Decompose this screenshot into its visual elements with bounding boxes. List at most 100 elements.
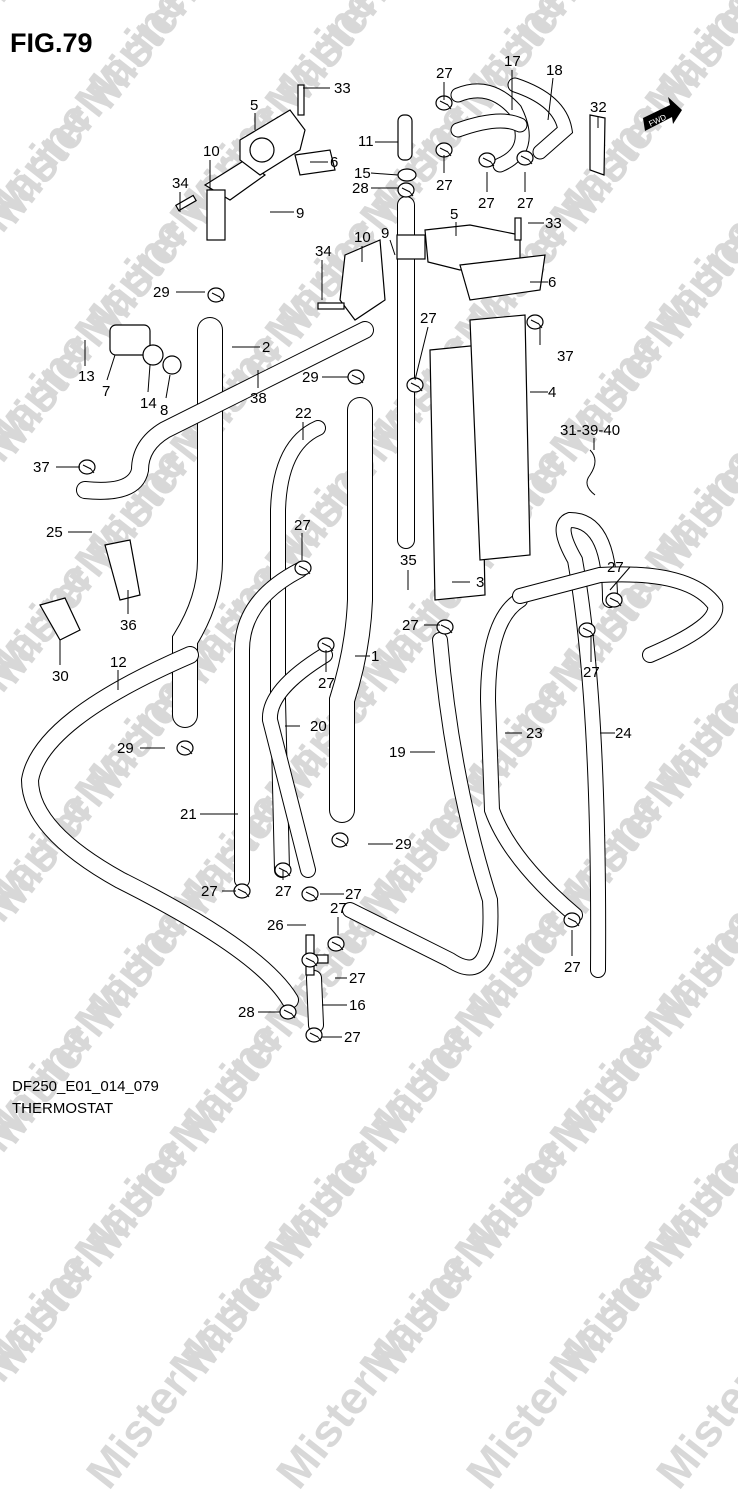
hose-clamp xyxy=(436,619,454,635)
callout-27[interactable]: 27 xyxy=(436,177,453,194)
callout-11[interactable]: 11 xyxy=(358,133,374,150)
callout-38[interactable]: 38 xyxy=(250,390,267,407)
callout-26[interactable]: 26 xyxy=(267,917,284,934)
hose-17b xyxy=(450,113,528,138)
callout-4[interactable]: 4 xyxy=(548,384,556,401)
valve-7 xyxy=(109,324,151,356)
hose-clamp xyxy=(294,560,312,576)
hose-2-body xyxy=(173,318,222,727)
hose-23-body xyxy=(480,593,582,922)
hose-clamp xyxy=(435,142,453,158)
callout-15[interactable]: 15 xyxy=(354,165,371,182)
leader-line xyxy=(609,566,631,591)
hose-clamp xyxy=(526,314,544,330)
hose-17-body xyxy=(451,84,529,172)
callout-9[interactable]: 9 xyxy=(381,225,389,242)
wire-clip-31 xyxy=(586,449,596,496)
callout-16[interactable]: 16 xyxy=(349,997,366,1014)
clamp-tab xyxy=(82,464,95,474)
callout-21[interactable]: 21 xyxy=(180,806,197,823)
callout-1[interactable]: 1 xyxy=(371,648,379,665)
callout-27[interactable]: 27 xyxy=(564,959,581,976)
callout-31-39-40[interactable]: 31-39-40 xyxy=(560,422,620,439)
callout-6[interactable]: 6 xyxy=(330,154,338,171)
callout-20[interactable]: 20 xyxy=(310,718,327,735)
callout-37[interactable]: 37 xyxy=(557,348,574,365)
figure-title: FIG.79 xyxy=(10,28,93,58)
watermark-text: MisterMarine xyxy=(75,1242,292,1498)
callout-37[interactable]: 37 xyxy=(33,459,50,476)
callout-34[interactable]: 34 xyxy=(315,243,332,260)
clip-32 xyxy=(589,114,606,176)
fwd-arrow-icon: FWD xyxy=(643,97,682,131)
seal-15 xyxy=(397,168,417,182)
callout-18[interactable]: 18 xyxy=(546,62,563,79)
clamp-tab xyxy=(482,157,495,167)
callout-5[interactable]: 5 xyxy=(250,97,258,114)
hose-clamp xyxy=(301,886,319,902)
callout-8[interactable]: 8 xyxy=(160,402,168,419)
callout-6[interactable]: 6 xyxy=(548,274,556,291)
callout-27[interactable]: 27 xyxy=(517,195,534,212)
callout-22[interactable]: 22 xyxy=(295,405,312,422)
callout-10[interactable]: 10 xyxy=(354,229,371,246)
clamp-tab xyxy=(567,917,580,927)
callout-27[interactable]: 27 xyxy=(402,617,419,634)
callout-27[interactable]: 27 xyxy=(345,886,362,903)
callout-36[interactable]: 36 xyxy=(120,617,137,634)
leader-lines xyxy=(56,70,631,1038)
callout-30[interactable]: 30 xyxy=(52,668,69,685)
callout-33[interactable]: 33 xyxy=(545,215,562,232)
callout-29[interactable]: 29 xyxy=(302,369,319,386)
callout-27[interactable]: 27 xyxy=(330,900,347,917)
callout-9[interactable]: 9 xyxy=(296,205,304,222)
clamp-tab xyxy=(180,745,193,755)
hose-17b-body xyxy=(451,114,527,137)
callout-27[interactable]: 27 xyxy=(201,883,218,900)
callout-14[interactable]: 14 xyxy=(140,395,157,412)
callout-28[interactable]: 28 xyxy=(352,180,369,197)
callout-17[interactable]: 17 xyxy=(504,53,521,70)
hose-18-body xyxy=(508,78,573,159)
hose-clamp xyxy=(317,637,335,653)
callout-27[interactable]: 27 xyxy=(349,970,366,987)
clamp-tab xyxy=(520,155,533,165)
callout-27[interactable]: 27 xyxy=(344,1029,361,1046)
callout-13[interactable]: 13 xyxy=(78,368,95,385)
callout-2[interactable]: 2 xyxy=(262,339,270,356)
callout-28[interactable]: 28 xyxy=(238,1004,255,1021)
hose-clamp xyxy=(605,592,623,608)
clamp-tab xyxy=(410,382,423,392)
callout-32[interactable]: 32 xyxy=(590,99,607,116)
callout-27[interactable]: 27 xyxy=(294,517,311,534)
callout-10[interactable]: 10 xyxy=(203,143,220,160)
callout-27[interactable]: 27 xyxy=(478,195,495,212)
callout-3[interactable]: 3 xyxy=(476,574,484,591)
callout-12[interactable]: 12 xyxy=(110,654,127,671)
hose-clamp xyxy=(279,1004,297,1020)
callout-5[interactable]: 5 xyxy=(450,206,458,223)
callout-27[interactable]: 27 xyxy=(583,664,600,681)
callout-29[interactable]: 29 xyxy=(117,740,134,757)
callout-27[interactable]: 27 xyxy=(275,883,292,900)
hose-20 xyxy=(262,647,333,878)
callout-25[interactable]: 25 xyxy=(46,524,63,541)
hose-clamp xyxy=(406,377,424,393)
callout-33[interactable]: 33 xyxy=(334,80,351,97)
callout-27[interactable]: 27 xyxy=(420,310,437,327)
callout-7[interactable]: 7 xyxy=(102,383,110,400)
hose-24 xyxy=(555,511,618,978)
callout-23[interactable]: 23 xyxy=(526,725,543,742)
callout-34[interactable]: 34 xyxy=(172,175,189,192)
callout-29[interactable]: 29 xyxy=(395,836,412,853)
clamp-tab xyxy=(309,1032,322,1042)
callout-19[interactable]: 19 xyxy=(389,744,406,761)
callout-27[interactable]: 27 xyxy=(607,559,624,576)
hose-21-body xyxy=(235,563,307,887)
callout-35[interactable]: 35 xyxy=(400,552,417,569)
leader-line xyxy=(389,239,396,256)
callout-29[interactable]: 29 xyxy=(153,284,170,301)
callout-27[interactable]: 27 xyxy=(436,65,453,82)
callout-24[interactable]: 24 xyxy=(615,725,632,742)
callout-27[interactable]: 27 xyxy=(318,675,335,692)
